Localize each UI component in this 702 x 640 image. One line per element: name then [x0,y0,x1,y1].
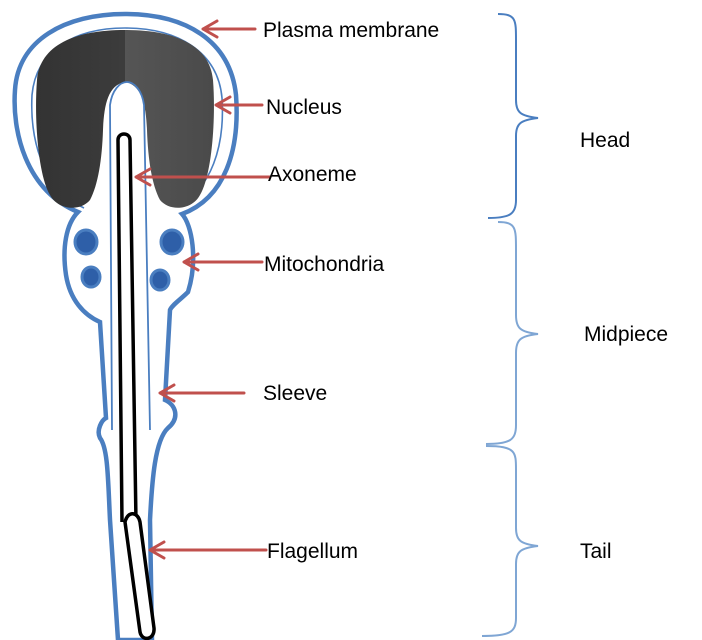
region-tail: Tail [580,540,612,563]
arrow-nucleus [216,97,262,113]
label-mitochondria: Mitochondria [264,253,385,276]
mitochondrion-3 [82,267,100,287]
label-axoneme: Axoneme [268,163,357,186]
axoneme-rod [118,134,136,522]
label-nucleus: Nucleus [266,96,342,119]
brace-head [488,14,538,218]
arrow-flagellum [150,542,266,558]
label-sleeve: Sleeve [263,382,327,405]
arrow-mitochondria [184,254,262,270]
region-head: Head [580,129,630,152]
mitochondrion-2 [161,230,183,254]
brace-tail [482,446,538,636]
nucleus-shape [36,30,214,208]
mitochondrion-4 [151,270,169,290]
region-midpiece: Midpiece [584,323,668,346]
label-flagellum: Flagellum [267,540,358,563]
axoneme-canal-shape [110,82,150,430]
brace-midpiece [486,222,538,444]
mitochondrion-1 [75,230,97,254]
arrow-plasma-membrane [203,21,255,37]
arrow-sleeve [160,385,244,401]
label-plasma-membrane: Plasma membrane [263,19,439,42]
